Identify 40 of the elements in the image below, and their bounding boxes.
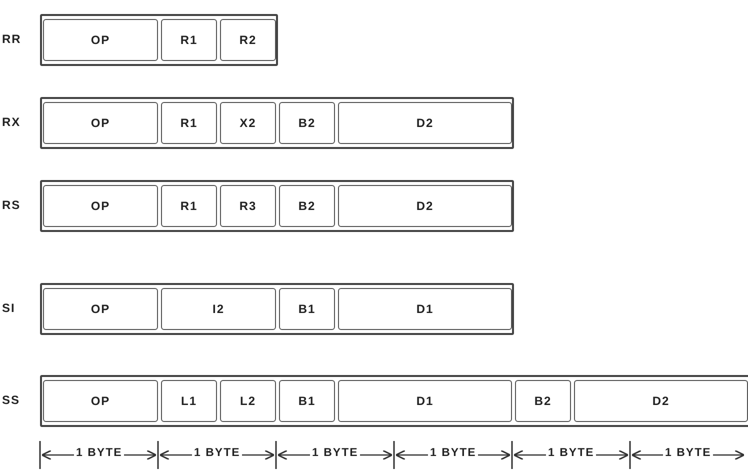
- field-cell: B1: [279, 380, 335, 422]
- instruction-format-bar: [40, 180, 514, 232]
- field-cell: D1: [338, 380, 512, 422]
- field-cell: B1: [279, 288, 335, 330]
- dimension-label: 1 BYTE: [310, 447, 360, 459]
- format-label: SI: [2, 301, 16, 315]
- field-cell: OP: [43, 185, 158, 227]
- field-cell: R3: [220, 185, 276, 227]
- field-cell: I2: [161, 288, 276, 330]
- field-cell: B2: [279, 102, 335, 144]
- field-cell: D2: [338, 102, 512, 144]
- field-cell: R2: [220, 19, 276, 61]
- format-label: SS: [2, 393, 20, 407]
- field-cell: R1: [161, 102, 217, 144]
- field-cell: OP: [43, 380, 158, 422]
- format-label: RX: [2, 115, 21, 129]
- instruction-format-bar: [40, 375, 748, 427]
- field-cell: B2: [279, 185, 335, 227]
- instruction-format-bar: [40, 14, 278, 66]
- field-cell: D1: [338, 288, 512, 330]
- dimension-label: 1 BYTE: [74, 447, 124, 459]
- instruction-format-bar: [40, 97, 514, 149]
- field-cell: B2: [515, 380, 571, 422]
- field-cell: OP: [43, 19, 158, 61]
- format-label: RR: [2, 32, 22, 46]
- field-cell: OP: [43, 288, 158, 330]
- dimension-label: 1 BYTE: [428, 447, 478, 459]
- field-cell: D2: [338, 185, 512, 227]
- dimension-label: 1 BYTE: [192, 447, 242, 459]
- field-cell: OP: [43, 102, 158, 144]
- field-cell: L2: [220, 380, 276, 422]
- field-cell: R1: [161, 185, 217, 227]
- field-cell: D2: [574, 380, 748, 422]
- field-cell: X2: [220, 102, 276, 144]
- field-cell: R1: [161, 19, 217, 61]
- format-label: RS: [2, 198, 21, 212]
- dimension-label: 1 BYTE: [663, 447, 714, 459]
- field-cell: L1: [161, 380, 217, 422]
- dimension-label: 1 BYTE: [546, 447, 596, 459]
- instruction-format-bar: [40, 283, 514, 335]
